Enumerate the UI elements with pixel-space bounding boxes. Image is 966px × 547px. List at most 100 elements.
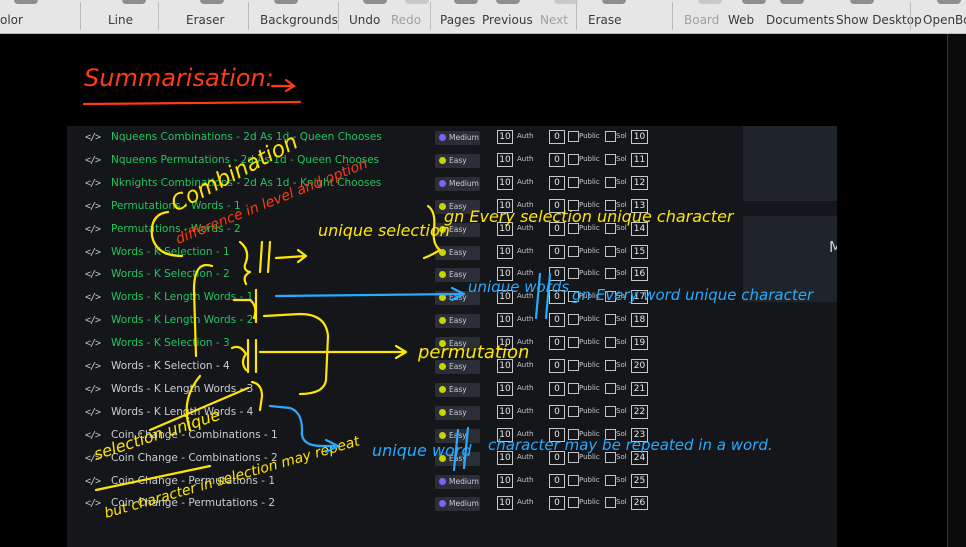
code-icon[interactable]: </> xyxy=(85,406,101,418)
code-icon[interactable]: </> xyxy=(85,475,101,487)
code-icon[interactable]: </> xyxy=(85,383,101,395)
code-icon[interactable]: </> xyxy=(85,223,101,235)
public-checkbox[interactable] xyxy=(568,474,579,486)
public-checkbox[interactable] xyxy=(568,268,579,280)
public-checkbox[interactable] xyxy=(568,131,579,142)
public-checkbox[interactable] xyxy=(568,222,579,234)
auth-count-input[interactable]: 0 xyxy=(549,130,565,144)
score-input[interactable]: 10 xyxy=(497,473,513,488)
sol-checkbox[interactable] xyxy=(605,199,616,211)
code-icon[interactable]: </> xyxy=(85,269,101,281)
code-icon[interactable]: </> xyxy=(85,338,101,350)
code-icon[interactable]: </> xyxy=(85,132,101,143)
public-checkbox[interactable] xyxy=(568,176,579,188)
question-title[interactable]: Words - K Length Words - 3 xyxy=(111,382,254,395)
public-checkbox[interactable] xyxy=(568,360,579,371)
question-title[interactable]: Words - K Selection - 1 xyxy=(111,245,230,258)
score-input[interactable]: 10 xyxy=(497,359,513,373)
question-row[interactable]: </>Nknights Combinations - 2d As 1d - Kn… xyxy=(67,174,837,197)
question-title[interactable]: Nqueens Permutations - 2d As 1d - Queen … xyxy=(111,153,380,166)
public-checkbox[interactable] xyxy=(568,291,579,303)
sol-checkbox[interactable] xyxy=(605,176,616,188)
public-checkbox[interactable] xyxy=(568,497,579,509)
sol-checkbox[interactable] xyxy=(605,337,616,349)
sol-number-input[interactable]: 16 xyxy=(631,267,648,282)
auth-count-input[interactable]: 0 xyxy=(549,221,565,236)
question-title[interactable]: Coin Change - Permutations - 2 xyxy=(111,497,276,510)
sol-checkbox[interactable] xyxy=(605,153,616,165)
question-title[interactable]: Words - K Selection - 2 xyxy=(111,268,230,281)
question-title[interactable]: Words - K Length Words - 2 xyxy=(111,314,254,327)
score-input[interactable]: 10 xyxy=(497,130,513,144)
sol-number-input[interactable]: 25 xyxy=(631,473,648,488)
auth-count-input[interactable]: 0 xyxy=(549,336,565,351)
sol-number-input[interactable]: 15 xyxy=(631,244,648,259)
code-icon[interactable]: </> xyxy=(85,177,101,189)
score-input[interactable]: 10 xyxy=(497,267,513,282)
score-input[interactable]: 10 xyxy=(497,198,513,213)
code-icon[interactable]: </> xyxy=(85,498,101,510)
sol-number-input[interactable]: 24 xyxy=(631,450,648,465)
sol-number-input[interactable]: 19 xyxy=(631,336,648,351)
auth-count-input[interactable]: 0 xyxy=(549,359,565,373)
question-title[interactable]: Words - K Length Words - 1 xyxy=(111,291,254,304)
sol-number-input[interactable]: 23 xyxy=(631,427,648,442)
sol-checkbox[interactable] xyxy=(605,428,616,440)
code-icon[interactable]: </> xyxy=(85,154,101,166)
score-input[interactable]: 10 xyxy=(497,496,513,511)
auth-count-input[interactable]: 0 xyxy=(549,244,565,259)
code-icon[interactable]: </> xyxy=(85,246,101,258)
question-title[interactable]: Words - K Length Words - 4 xyxy=(111,405,254,418)
question-title[interactable]: Coin Change - Combinations - 2 xyxy=(111,451,278,464)
sol-number-input[interactable]: 11 xyxy=(631,152,648,167)
sol-number-input[interactable]: 17 xyxy=(631,290,648,305)
sol-checkbox[interactable] xyxy=(605,360,616,371)
score-input[interactable]: 10 xyxy=(497,450,513,465)
question-row[interactable]: </> Nqueens Permutations - 2d As 1d - Que… xyxy=(67,151,837,174)
score-input[interactable]: 10 xyxy=(497,221,513,236)
score-input[interactable]: 10 xyxy=(497,290,513,305)
code-icon[interactable]: </> xyxy=(85,452,101,464)
public-checkbox[interactable] xyxy=(568,428,579,440)
auth-count-input[interactable]: 0 xyxy=(549,175,565,190)
auth-count-input[interactable]: 0 xyxy=(549,427,565,442)
question-title[interactable]: Permutations - Words - 2 xyxy=(111,222,241,235)
score-input[interactable]: 10 xyxy=(497,404,513,419)
score-input[interactable]: 10 xyxy=(497,244,513,259)
sol-number-input[interactable]: 10 xyxy=(631,130,648,144)
sol-checkbox[interactable] xyxy=(605,474,616,486)
score-input[interactable]: 10 xyxy=(497,427,513,442)
sol-checkbox[interactable] xyxy=(605,131,616,142)
public-checkbox[interactable] xyxy=(568,337,579,349)
auth-count-input[interactable]: 0 xyxy=(549,152,565,167)
sol-number-input[interactable]: 12 xyxy=(631,175,648,190)
question-row[interactable]: </> Nqueens Combinations - 2d As 1d - Que… xyxy=(67,128,837,151)
code-icon[interactable]: </> xyxy=(85,429,101,441)
public-checkbox[interactable] xyxy=(568,451,579,463)
auth-count-input[interactable]: 0 xyxy=(549,450,565,465)
public-checkbox[interactable] xyxy=(568,405,579,417)
sol-checkbox[interactable] xyxy=(605,222,616,234)
sol-number-input[interactable]: 14 xyxy=(631,221,648,236)
auth-count-input[interactable]: 0 xyxy=(549,496,565,511)
sol-number-input[interactable]: 13 xyxy=(631,198,648,213)
code-icon[interactable]: </> xyxy=(85,200,101,212)
sol-checkbox[interactable] xyxy=(605,268,616,280)
score-input[interactable]: 10 xyxy=(497,313,513,328)
public-checkbox[interactable] xyxy=(568,382,579,394)
question-title[interactable]: Nqueens Combinations - 2d As 1d - Queen … xyxy=(111,131,382,143)
question-title[interactable]: Coin Change - Combinations - 1 xyxy=(111,428,278,441)
auth-count-input[interactable]: 0 xyxy=(549,290,565,305)
question-title[interactable]: Words - K Selection - 4 xyxy=(111,360,230,372)
sol-checkbox[interactable] xyxy=(605,497,616,509)
public-checkbox[interactable] xyxy=(568,199,579,211)
auth-count-input[interactable]: 0 xyxy=(549,381,565,396)
auth-count-input[interactable]: 0 xyxy=(549,404,565,419)
